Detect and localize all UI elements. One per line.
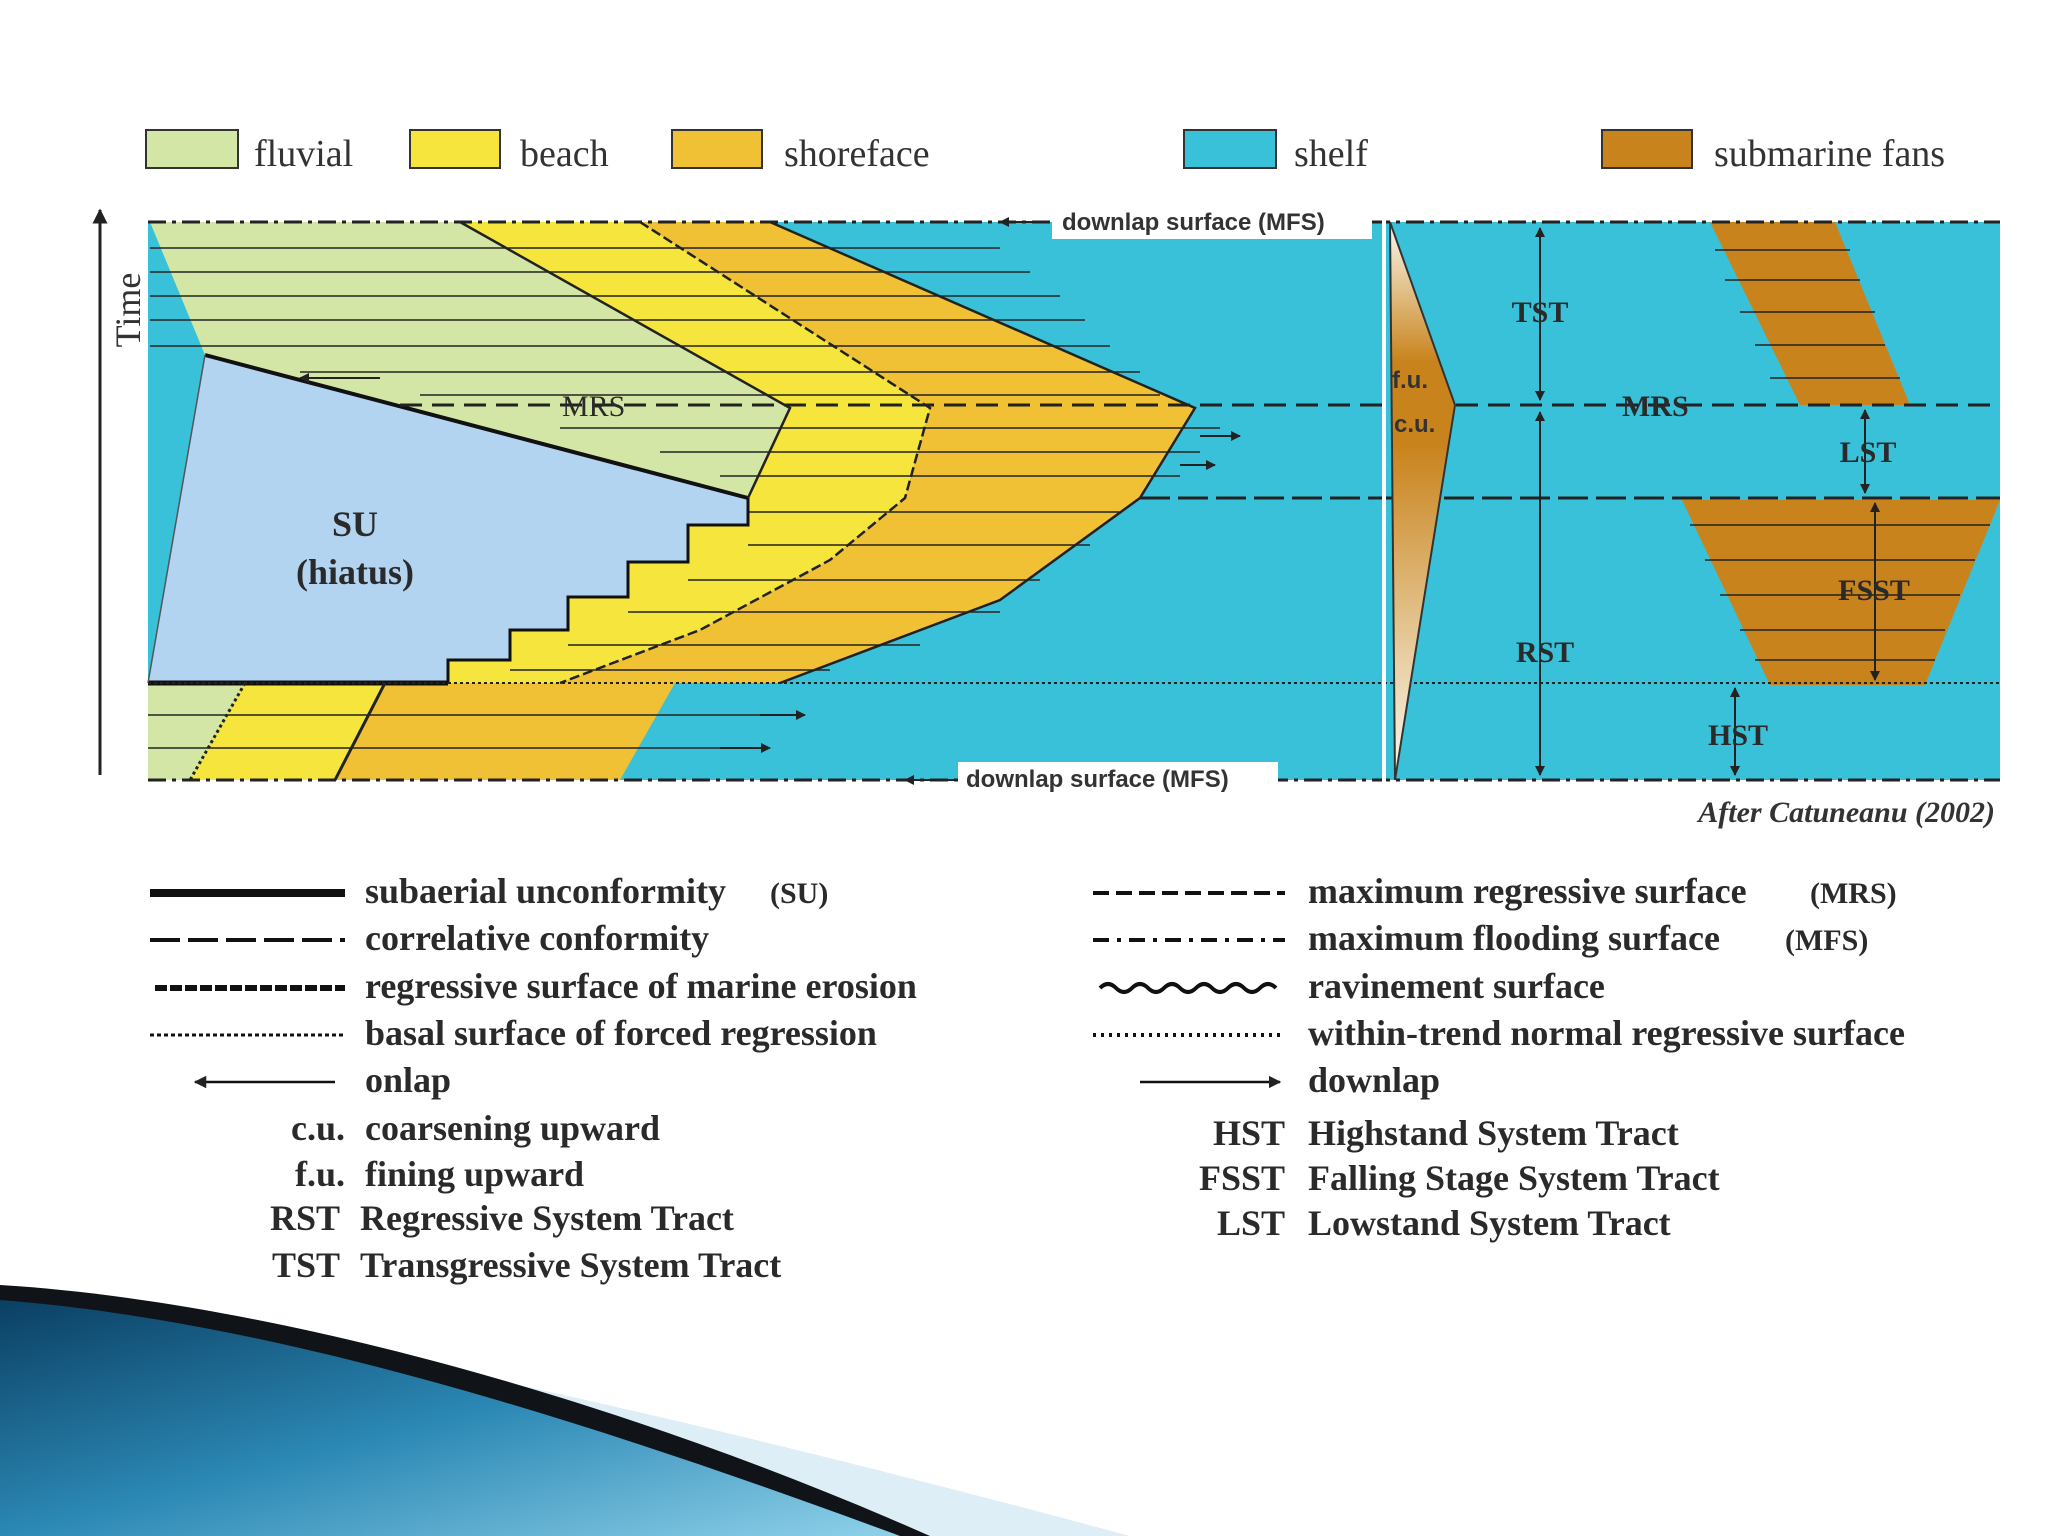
tst-label: TST (1512, 296, 1569, 329)
fu-text: fining upward (365, 1154, 584, 1194)
mrs-right-label: MRS (1622, 390, 1689, 423)
line-legend-left: subaerial unconformity (SU) correlative … (150, 871, 917, 1100)
lst-label: LST (1840, 436, 1897, 469)
panel-divider (1382, 215, 1386, 785)
chronostratigraphic-panel: downlap surface (MFS) downlap surface (M… (148, 205, 2000, 796)
rst-label: RST (1516, 636, 1574, 669)
onlap-legend-label: onlap (365, 1060, 451, 1100)
fu-label: f.u. (1392, 367, 1428, 394)
facies-legend-item-shoreface: shoreface (672, 130, 930, 175)
su-title: SU (332, 504, 378, 544)
cu-abbr: c.u. (291, 1108, 345, 1148)
mfs-legend-label: maximum flooding surface (1308, 918, 1720, 958)
abbrev-legend-left: c.u. coarsening upward f.u. fining upwar… (270, 1108, 781, 1285)
beach-swatch (410, 130, 500, 168)
shoreface-lower-wedge (335, 683, 675, 780)
fsst-label: FSST (1838, 574, 1910, 607)
wtnrs-legend-label: within-trend normal regressive surface (1308, 1013, 1905, 1053)
fsst-abbr: FSST (1199, 1158, 1285, 1198)
facies-legend-item-submarine-fans: submarine fans (1602, 130, 1945, 175)
submarine-fans-swatch (1602, 130, 1692, 168)
shelf-legend-label: shelf (1294, 133, 1368, 175)
bsfr-legend-label: basal surface of forced regression (365, 1013, 877, 1053)
cu-label: c.u. (1394, 411, 1435, 438)
mrs-legend-abbr: (MRS) (1810, 877, 1897, 910)
fsst-text: Falling Stage System Tract (1308, 1158, 1720, 1198)
mrs-left-label: MRS (562, 390, 625, 423)
shoreface-swatch (672, 130, 762, 168)
mfs-legend-abbr: (MFS) (1785, 924, 1868, 957)
su-legend-abbr: (SU) (770, 877, 828, 910)
facies-legend-item-shelf: shelf (1184, 130, 1368, 175)
downlap-bottom-label: downlap surface (MFS) (966, 766, 1229, 793)
cu-text: coarsening upward (365, 1108, 660, 1148)
line-legend-right: maximum regressive surface (MRS) maximum… (1093, 871, 1905, 1100)
rsme-legend-label: regressive surface of marine erosion (365, 966, 917, 1006)
fu-abbr: f.u. (295, 1154, 345, 1194)
downlap-legend-label: downlap (1308, 1060, 1440, 1100)
hst-text: Highstand System Tract (1308, 1113, 1679, 1153)
beach-legend-label: beach (520, 133, 609, 175)
facies-legend: fluvial beach shoreface shelf submarine … (146, 130, 1945, 175)
tst-abbr: TST (272, 1245, 340, 1285)
correlative-conformity-legend-label: correlative conformity (365, 918, 709, 958)
shoreface-legend-label: shoreface (784, 133, 930, 175)
shelf-swatch (1184, 130, 1276, 168)
submarine-fans-legend-label: submarine fans (1714, 133, 1945, 175)
ravinement-legend-label: ravinement surface (1308, 966, 1605, 1006)
time-axis: Time (100, 210, 148, 775)
rst-text: Regressive System Tract (360, 1198, 734, 1238)
facies-legend-item-fluvial: fluvial (146, 130, 353, 175)
corner-blue-swoosh (0, 1300, 900, 1536)
fluvial-swatch (146, 130, 238, 168)
mrs-legend-label: maximum regressive surface (1308, 871, 1747, 911)
lst-abbr: LST (1217, 1203, 1285, 1243)
credit-text: After Catuneanu (2002) (1696, 796, 1995, 829)
ravinement-symbol (1100, 984, 1276, 992)
time-axis-label: Time (108, 273, 148, 348)
su-legend-label: subaerial unconformity (365, 871, 726, 911)
tst-text: Transgressive System Tract (360, 1245, 781, 1285)
su-subtitle: (hiatus) (296, 552, 414, 592)
facies-legend-item-beach: beach (410, 130, 609, 175)
slide-corner-decoration (0, 1285, 1130, 1536)
hst-label: HST (1708, 719, 1768, 752)
abbrev-legend-right: HST Highstand System Tract FSST Falling … (1199, 1113, 1720, 1243)
hst-abbr: HST (1213, 1113, 1285, 1153)
lst-text: Lowstand System Tract (1308, 1203, 1671, 1243)
fluvial-legend-label: fluvial (254, 133, 353, 175)
rst-abbr: RST (270, 1198, 340, 1238)
downlap-top-label: downlap surface (MFS) (1062, 209, 1325, 236)
